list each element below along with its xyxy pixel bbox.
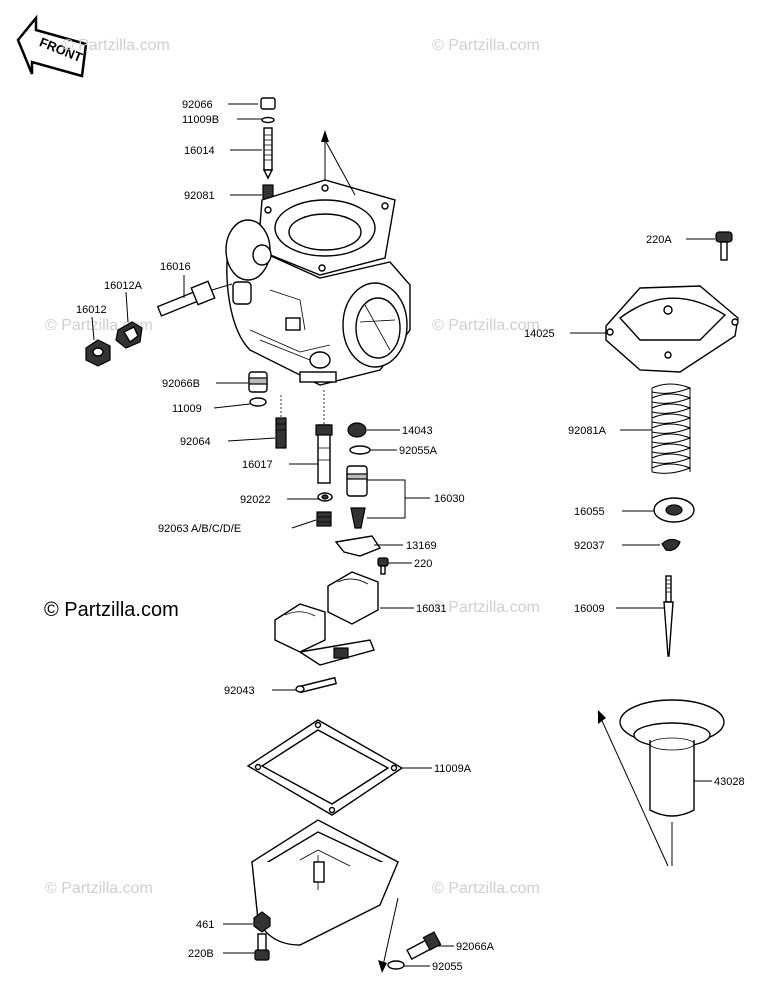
part-16014-screw <box>262 127 274 180</box>
part-43028-diaphragm <box>597 699 725 867</box>
part-labels: 92066 11009B 16014 92081 16016 16012A 16… <box>76 99 745 973</box>
label: 13169 <box>406 540 437 552</box>
part-220b-screw <box>254 933 270 961</box>
part-16055-seat <box>653 497 695 523</box>
watermark: © Partzilla.com <box>62 37 170 54</box>
label: 92066B <box>162 378 200 390</box>
part-16031-float <box>274 571 379 666</box>
part-16016-screw <box>156 280 233 317</box>
label: 92055A <box>399 445 438 457</box>
watermark: © Partzilla.com <box>45 880 153 897</box>
part-16012-nut <box>85 339 111 367</box>
label: 220B <box>188 948 214 960</box>
part-92022-washer <box>317 492 333 502</box>
part-92066b-plug <box>248 371 268 393</box>
part-16030-float-valve <box>346 465 368 529</box>
label: 16016 <box>160 261 191 273</box>
watermark: © Partzilla.com <box>432 317 540 334</box>
part-11009-oring <box>249 397 267 407</box>
label: 16012A <box>104 280 143 292</box>
label: 16017 <box>242 459 273 471</box>
label: 16009 <box>574 603 605 615</box>
part-14043-cap <box>347 422 367 438</box>
part-461-nut <box>253 911 271 933</box>
float-bowl <box>250 819 400 973</box>
label: 92081A <box>568 425 607 437</box>
label: 11009 <box>172 403 202 415</box>
label: 16031 <box>416 603 447 615</box>
part-92055a-oring <box>349 445 371 455</box>
watermark: © Partzilla.com <box>432 37 540 54</box>
part-92043-pin <box>295 676 338 694</box>
leader-lines <box>91 103 715 967</box>
label: 92064 <box>180 436 211 448</box>
label: 92066A <box>456 941 495 953</box>
part-11009a-gasket <box>246 719 404 816</box>
label: 43028 <box>714 776 745 788</box>
label: 461 <box>196 919 214 931</box>
main-watermark: © Partzilla.com <box>44 599 179 621</box>
part-16009-jet-needle <box>663 575 674 657</box>
part-14025-top-cover <box>605 285 739 373</box>
label: 16014 <box>184 145 215 157</box>
part-92055-oring <box>387 960 405 970</box>
part-92063-main-jet <box>316 511 332 527</box>
part-92081a-spring <box>651 383 692 474</box>
label: 92055 <box>432 961 463 973</box>
label: 92037 <box>574 540 605 552</box>
part-220a-screw <box>715 231 733 261</box>
part-16017-needle-jet <box>315 390 333 484</box>
label: 92066 <box>182 99 213 111</box>
watermark: © Partzilla.com <box>432 880 540 897</box>
part-11009b-oring <box>261 116 275 124</box>
part-13169-clip <box>334 535 382 557</box>
label: 11009A <box>434 763 472 775</box>
label: 220 <box>414 558 432 570</box>
label: 220A <box>646 234 672 246</box>
carburetor-body <box>225 130 411 386</box>
part-92066-cap <box>260 97 276 110</box>
part-220-screw <box>377 557 389 575</box>
label: 92063 A/B/C/D/E <box>158 523 241 535</box>
label: 92022 <box>240 494 271 506</box>
label: 14043 <box>402 425 433 437</box>
part-16012a-spring <box>115 321 143 349</box>
label: 16055 <box>574 506 605 518</box>
label: 92081 <box>184 190 215 202</box>
watermark: © Partzilla.com <box>432 599 540 616</box>
part-92066a-drain-screw <box>406 931 442 960</box>
label: 14025 <box>524 328 555 340</box>
part-92037-clip <box>661 538 681 551</box>
part-92064-pilot-jet <box>275 395 287 449</box>
label: 11009B <box>182 114 219 126</box>
label: 16030 <box>434 493 465 505</box>
label: 92043 <box>224 685 255 697</box>
label: 16012 <box>76 304 107 316</box>
